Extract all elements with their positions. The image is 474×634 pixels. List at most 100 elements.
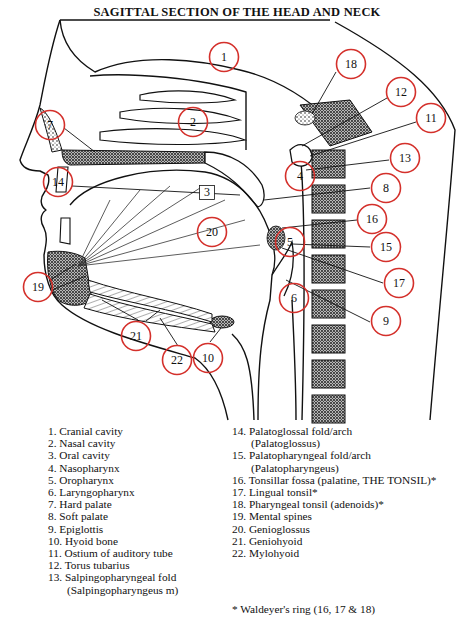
head-outline — [60, 20, 330, 120]
callout-number: 12 — [395, 86, 407, 98]
bone-section — [312, 360, 345, 388]
red-circle — [276, 228, 305, 257]
red-circle — [280, 284, 309, 313]
label-box — [200, 185, 215, 199]
head-outline — [335, 22, 455, 420]
nasal-conchae — [100, 91, 245, 145]
red-circle — [286, 162, 315, 191]
head-outline — [258, 275, 272, 420]
callout-circle: 3 — [199, 185, 215, 200]
red-circle — [417, 104, 446, 133]
callout-number: 20 — [206, 226, 218, 238]
callout-number: 18 — [345, 58, 357, 70]
red-circle — [179, 108, 208, 137]
callout-number: 1 — [221, 51, 227, 63]
callout-circle: 1 — [208, 41, 240, 73]
head-outline — [20, 20, 228, 420]
callout-number: 11 — [425, 112, 437, 124]
head-outline — [60, 19, 330, 20]
callout-circle: 17 — [383, 267, 415, 299]
callout-circle: 20 — [196, 216, 228, 248]
callout-circle: 9 — [370, 305, 402, 337]
callout-circle: 2 — [177, 106, 209, 138]
callout-circle: 19 — [22, 271, 54, 303]
red-circle — [372, 174, 401, 203]
red-circle — [210, 43, 239, 72]
footnote: * Waldeyer's ring (16, 17 & 18) — [232, 603, 474, 615]
callout-circle: 5 — [274, 226, 306, 258]
legend-entry: 18. Pharyngeal tonsil (adenoids)* — [232, 498, 474, 510]
bone-section — [312, 325, 345, 353]
red-circle — [24, 273, 53, 302]
genioglossus-fibres — [78, 186, 260, 266]
callout-number: 15 — [380, 241, 392, 253]
legend-entry: 17. Lingual tonsil* — [232, 486, 474, 498]
leader-line — [50, 72, 416, 346]
legend-entry: 14. Palatoglossal fold/arch (Palatogloss… — [232, 425, 421, 449]
red-circle — [391, 144, 420, 173]
callout-number: 10 — [202, 352, 214, 364]
suprahyoid-muscles — [84, 280, 215, 332]
head-outline — [232, 334, 254, 420]
callout-number: 19 — [32, 281, 44, 293]
callout-circle: 11 — [415, 102, 447, 134]
legend-entry: 21. Geniohyoid — [232, 535, 474, 547]
legend-entry: 4. Nasopharynx — [48, 462, 267, 474]
bone-section — [40, 108, 62, 152]
red-circle — [36, 111, 65, 140]
red-circle — [387, 78, 416, 107]
bone-section — [62, 150, 205, 165]
red-circle — [44, 168, 73, 197]
red-circle — [385, 269, 414, 298]
callout-number: 7 — [47, 119, 53, 131]
callout-number: 21 — [130, 330, 142, 342]
legend-entry: 19. Mental spines — [232, 510, 474, 522]
head-outline — [90, 75, 246, 150]
bone-section — [312, 395, 345, 423]
callout-circle: 15 — [370, 231, 402, 263]
red-circle — [163, 346, 192, 375]
callout-number: 9 — [383, 315, 389, 327]
legend-entry: 20. Genioglossus — [232, 523, 474, 535]
callout-circle: 22 — [161, 344, 193, 376]
callout-number: 22 — [171, 354, 183, 366]
legend-entry: 12. Torus tubarius — [48, 559, 267, 571]
callout-circle: 10 — [192, 342, 224, 374]
callout-number: 16 — [366, 213, 378, 225]
callout-circle: 4 — [284, 160, 316, 192]
callout-number: 17 — [393, 277, 405, 289]
teeth — [60, 218, 70, 244]
nasal-conchae — [100, 129, 245, 145]
callout-number: 4 — [297, 170, 303, 182]
callout-circle: 12 — [385, 76, 417, 108]
callout-number: 6 — [291, 292, 297, 304]
tonsil-tissue — [267, 111, 315, 250]
bone-section — [312, 255, 345, 283]
legend-entry: 16. Tonsillar fossa (palatine, THE TONSI… — [232, 474, 474, 486]
legend-entry: 22. Mylohyoid — [232, 547, 474, 559]
callout-number: 5 — [287, 236, 293, 248]
bone-section — [210, 316, 234, 328]
callout-circle: 8 — [370, 172, 402, 204]
callout-circle: 6 — [278, 282, 310, 314]
callout-number: 8 — [383, 182, 389, 194]
red-circle — [372, 233, 401, 262]
leader-line — [50, 72, 416, 346]
red-circle — [337, 50, 366, 79]
nasal-conchae — [140, 91, 235, 103]
callout-circle: 16 — [356, 203, 388, 235]
bone-section — [312, 290, 345, 318]
legend-entry: 13. Salpingopharyngeal fold (Salpingopha… — [48, 571, 242, 595]
red-circle — [372, 307, 401, 336]
callout-circle: 14 — [42, 166, 74, 198]
soft-tissue — [70, 145, 312, 296]
callout-circle: 7 — [34, 109, 66, 141]
callout-number: 13 — [399, 152, 411, 164]
red-circle — [358, 205, 387, 234]
genioglossus-fibres — [78, 186, 260, 266]
legend-entry: 2. Nasal cavity — [48, 437, 267, 449]
callout-number: 14 — [52, 176, 64, 188]
red-circle — [194, 344, 223, 373]
legend-entry: 15. Palatopharyngeal fold/arch (Palatoph… — [232, 449, 421, 473]
